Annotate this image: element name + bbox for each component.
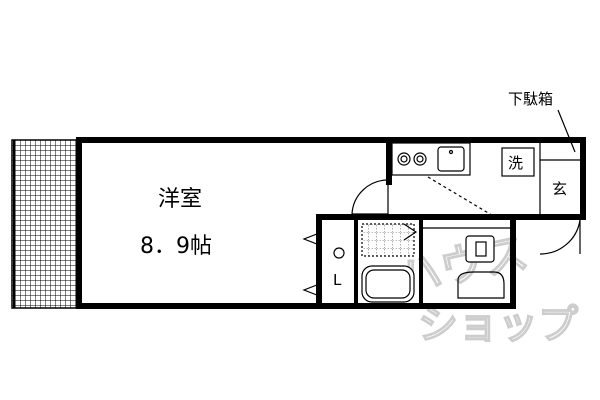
western-room-size: 8．9帖 bbox=[140, 234, 212, 259]
closet: L bbox=[302, 231, 345, 298]
shoe-box-label: 下駄箱 bbox=[508, 90, 553, 108]
bathroom bbox=[361, 223, 418, 303]
exterior-walls bbox=[76, 137, 586, 309]
western-room-label: 洋室 bbox=[158, 187, 202, 212]
room-door bbox=[351, 179, 389, 215]
kitchen-counter bbox=[391, 142, 501, 221]
toilet-area bbox=[423, 227, 510, 299]
entrance-label: 玄 bbox=[552, 180, 567, 198]
washer-label: 洗 bbox=[508, 154, 523, 172]
watermark-line2: ショップ bbox=[418, 302, 578, 348]
entrance: 玄 bbox=[539, 143, 581, 255]
closet-label: L bbox=[333, 271, 342, 289]
balcony bbox=[11, 139, 79, 309]
shoe-box-leader bbox=[557, 109, 576, 153]
washer-space: 洗 bbox=[501, 147, 535, 177]
watermark: ハウス ショップ bbox=[392, 226, 579, 348]
